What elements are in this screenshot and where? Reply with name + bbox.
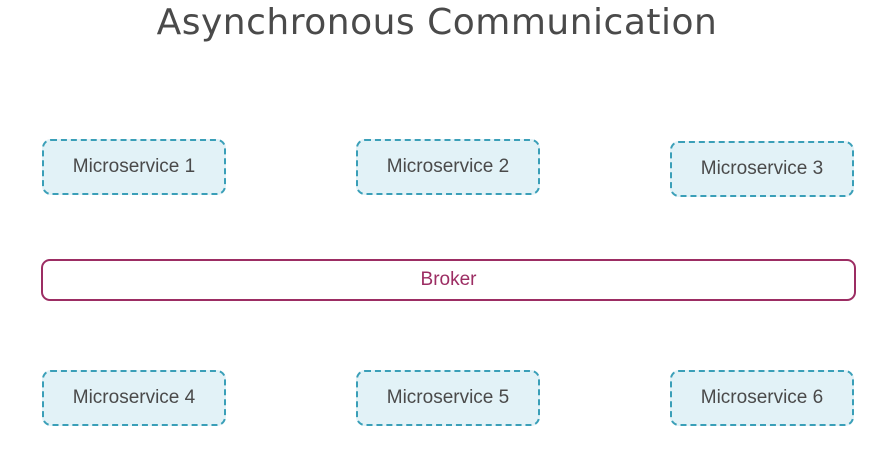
microservice-4-box: Microservice 4 — [42, 370, 226, 426]
microservice-3-label: Microservice 3 — [700, 158, 824, 179]
microservice-2-box: Microservice 2 — [356, 139, 540, 195]
microservice-1-box: Microservice 1 — [42, 139, 226, 195]
broker-box: Broker — [41, 259, 856, 301]
microservice-4-label: Microservice 4 — [72, 387, 196, 408]
microservice-6-label: Microservice 6 — [700, 387, 824, 408]
microservice-2-label: Microservice 2 — [386, 156, 510, 177]
microservice-1-label: Microservice 1 — [72, 156, 196, 177]
broker-label: Broker — [420, 269, 477, 290]
diagram-title: Asynchronous Communication — [156, 2, 718, 43]
microservice-6-box: Microservice 6 — [670, 370, 854, 426]
microservice-3-box: Microservice 3 — [670, 141, 854, 197]
microservice-5-label: Microservice 5 — [386, 387, 510, 408]
microservice-5-box: Microservice 5 — [356, 370, 540, 426]
